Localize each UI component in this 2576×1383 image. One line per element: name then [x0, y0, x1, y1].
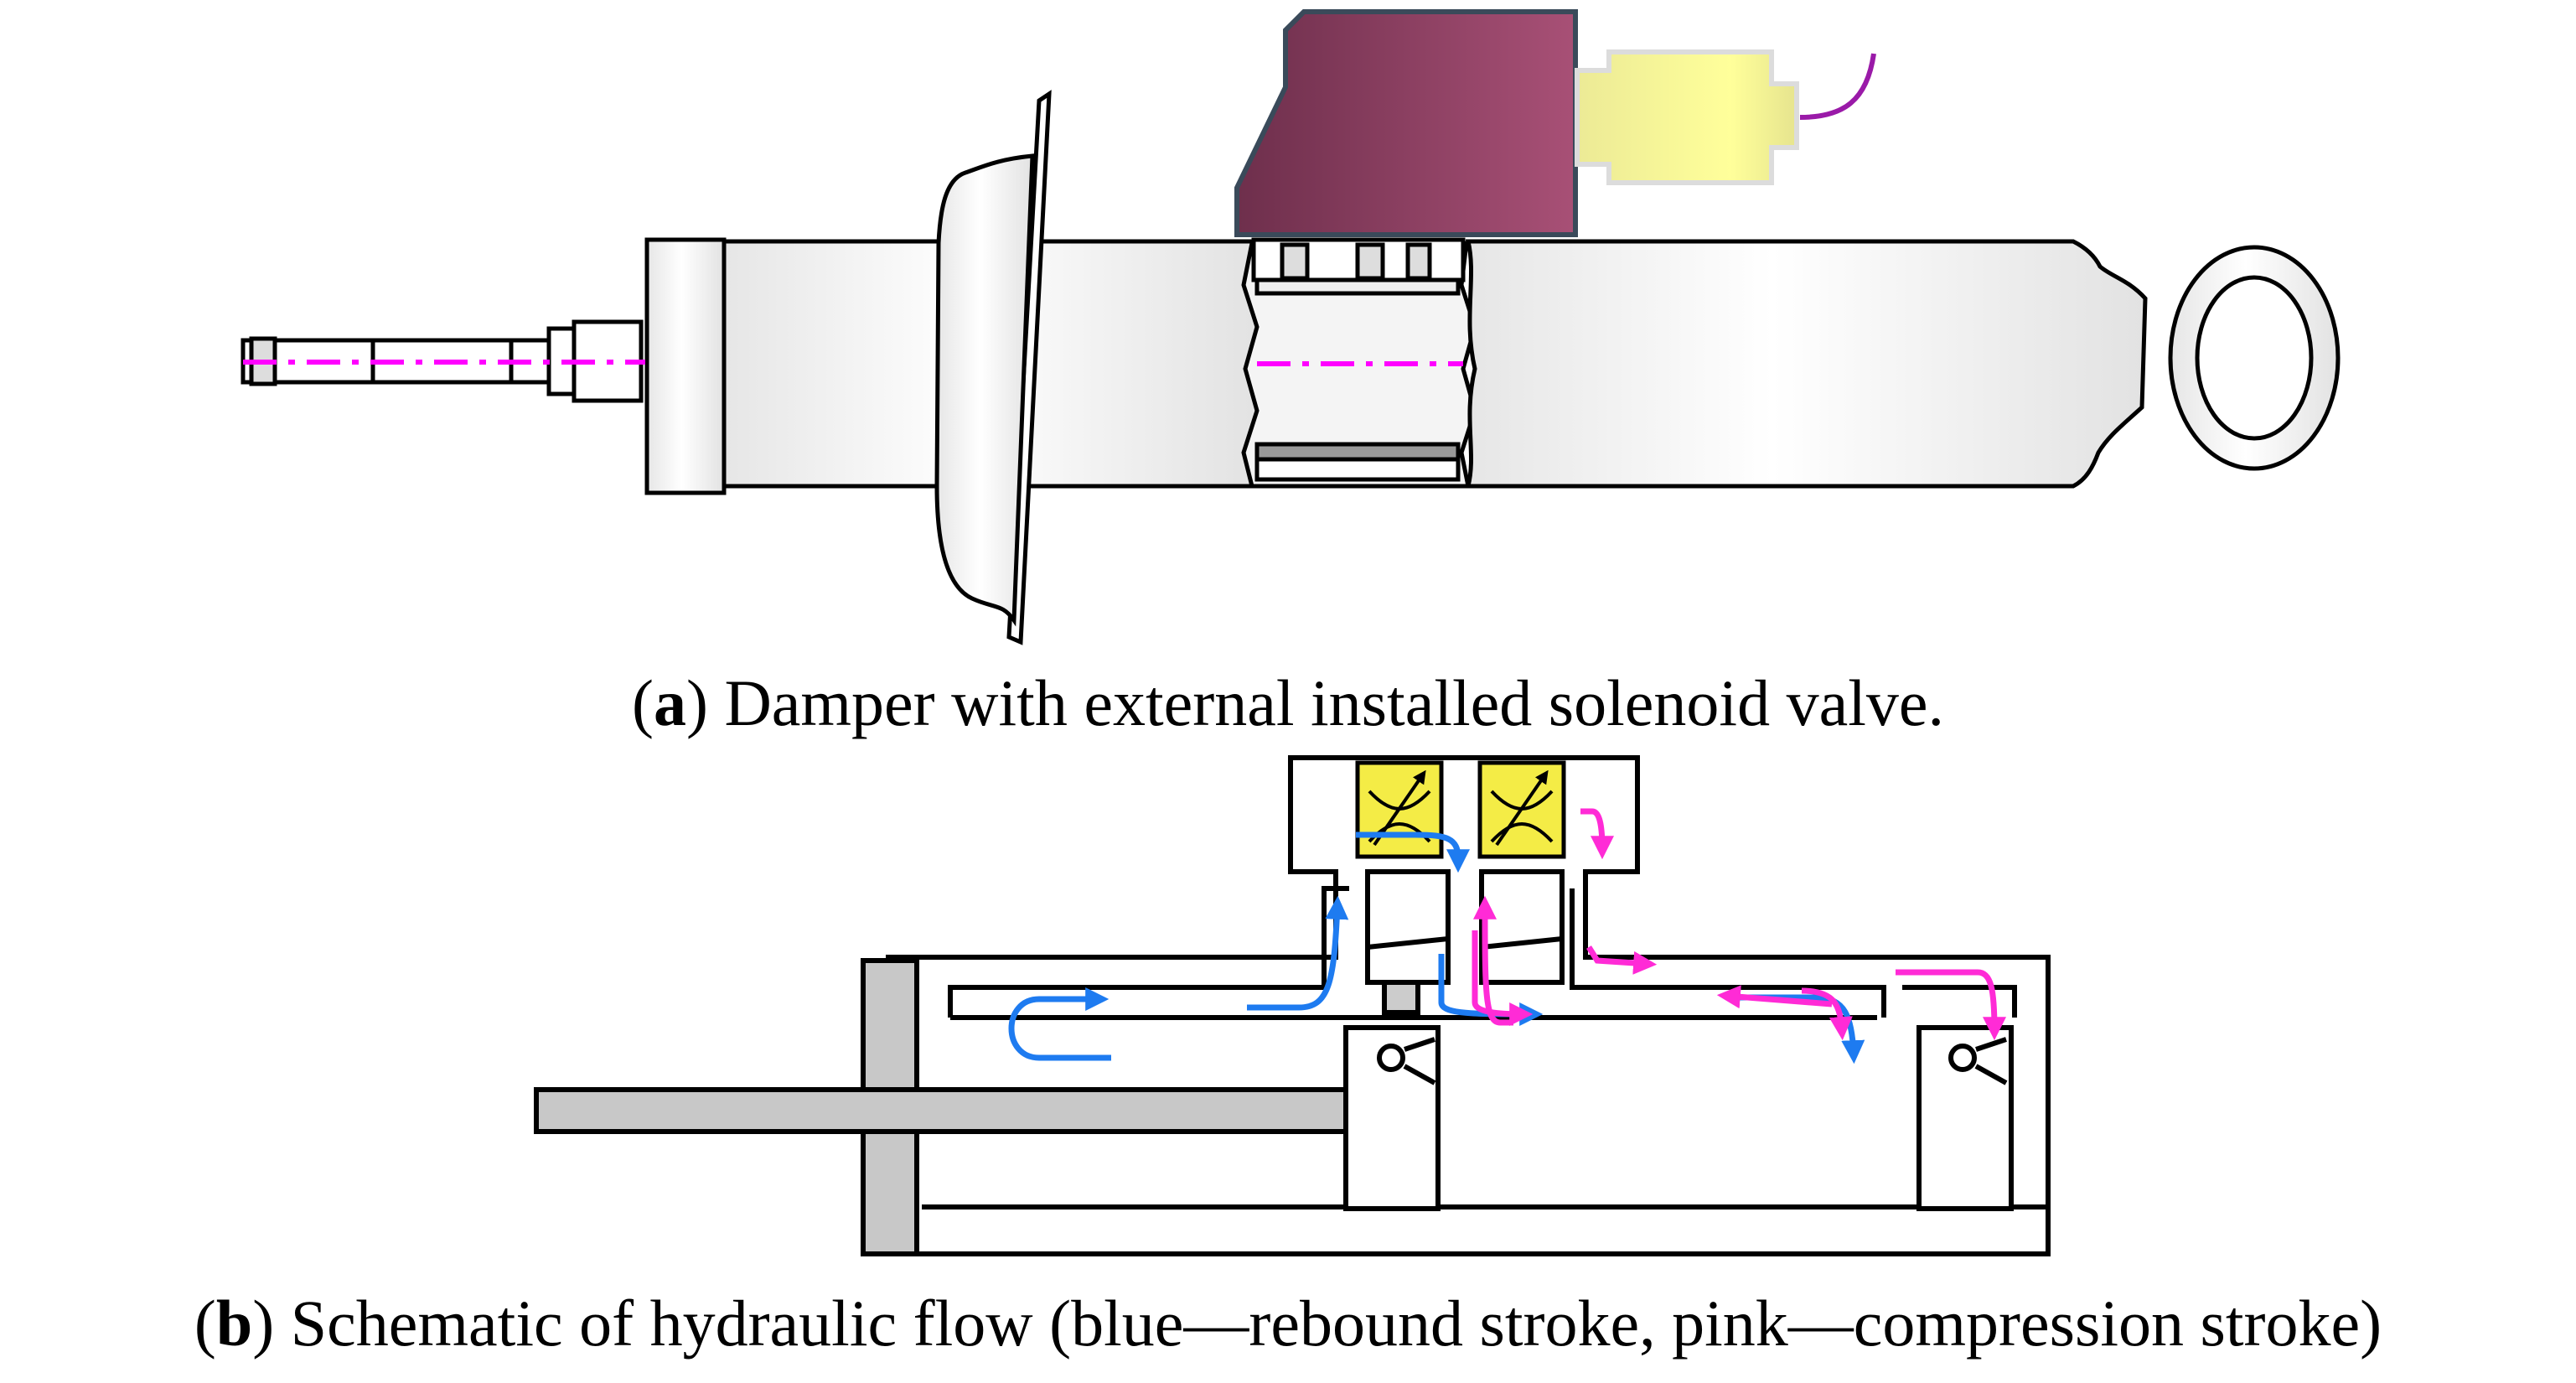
- caption-b-letter: b: [215, 1287, 253, 1360]
- valve-spools: [1365, 869, 1565, 1015]
- throttle-valve-right: [1477, 760, 1566, 859]
- centre-axis: [243, 360, 1463, 366]
- rebound-flow-arrows: [1008, 831, 1865, 1064]
- damper-tube-right: [1465, 239, 2148, 489]
- caption-b: (b) Schematic of hydraulic flow (blue—re…: [194, 1287, 2382, 1360]
- eye-mount: [2168, 245, 2341, 471]
- solenoid-valve-body: [1234, 9, 1578, 237]
- damper-illustration: [241, 9, 2341, 645]
- caption-a-letter: a: [653, 666, 686, 739]
- throttle-valve-left: [1355, 760, 1444, 859]
- flow-channels: [886, 886, 2048, 1209]
- caption-a: (a) Damper with external installed solen…: [631, 666, 1945, 739]
- compression-flow-arrows: [1472, 808, 2006, 1041]
- piston: [1343, 1025, 1441, 1211]
- valve-housing: [886, 755, 2051, 1256]
- base-valve: [1916, 1025, 2014, 1211]
- caption-b-text: Schematic of hydraulic flow (blue—reboun…: [290, 1287, 2382, 1360]
- valve-cutaway: [1241, 237, 1477, 489]
- spring-seat: [934, 90, 1052, 645]
- cylinder-head: [534, 958, 1380, 1256]
- connector-wire: [1799, 53, 1876, 120]
- solenoid-connector: [1575, 49, 1799, 185]
- rod-guide-cap: [644, 237, 727, 495]
- caption-a-text: Damper with external installed solenoid …: [724, 666, 1945, 739]
